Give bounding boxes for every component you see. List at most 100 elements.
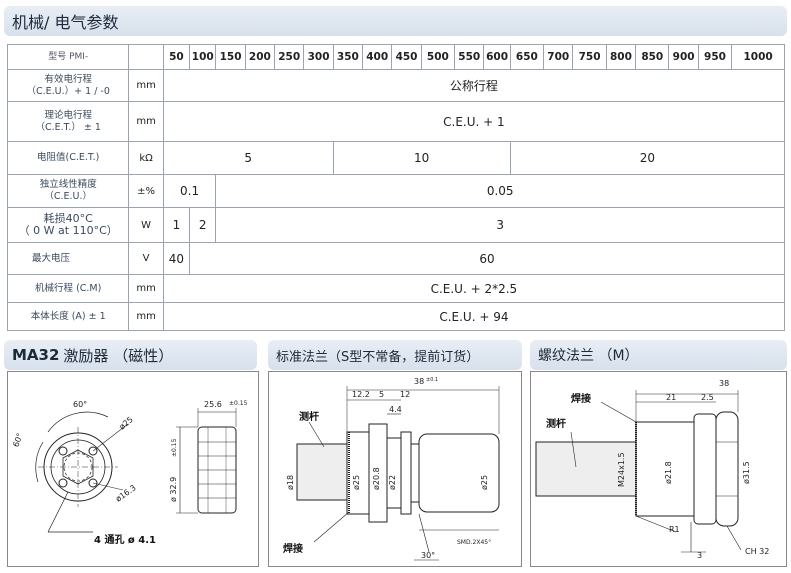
size-cell: 1000 (731, 44, 785, 70)
dim-12-label: 12 (400, 390, 410, 399)
ma32-drawing: 60° 60° ø25 ø16.3 4 通孔 ø 4.1 25.6 ±0.15 … (11, 400, 248, 546)
size-cell: 350 (332, 44, 364, 70)
rod-label: 测杆 (546, 417, 566, 430)
angle-label: 30° (421, 551, 435, 560)
mount-hole (88, 446, 98, 456)
pow-value-2: 2 (189, 207, 217, 243)
size-cell: 600 (483, 44, 511, 70)
res-label: 电阻值(C.E.T.) (6, 141, 130, 175)
section-header-thread-flange: 螺纹法兰 （M） (530, 340, 787, 370)
hex-nut (693, 413, 717, 525)
dia25-left-label: ø25 (352, 475, 361, 490)
table-row: 本体长度 (A) ± 1 mm C.E.U. + 94 (6, 302, 786, 331)
body-value: C.E.U. + 94 (162, 302, 786, 331)
overall-length-label: 38 (414, 377, 424, 386)
thr-title: 螺纹法兰 （M） (538, 348, 639, 364)
size-cell: 900 (668, 44, 699, 70)
size-cell: 200 (244, 44, 276, 70)
pow-unit: W (128, 207, 164, 243)
angle-left-label: 60° (11, 432, 24, 448)
flange-body (346, 431, 370, 515)
pow-label: 耗损40°C（ 0 W at 110°C） (6, 207, 130, 243)
dia25-label: ø25 (118, 415, 135, 432)
pow-value-1: 1 (162, 207, 191, 243)
chamfer-label: SMD.2X45° (457, 539, 491, 546)
cet-label: 理论电行程（C.E.T.） ± 1 (6, 101, 130, 142)
dim-2-5-label: 2.5 (701, 393, 714, 402)
mech-label: 机械行程 (C.M) (6, 274, 130, 303)
section-header-standard-flange: 标准法兰（S型不常备，提前订货） (268, 340, 522, 370)
ceu-label: 有效电行程（C.E.U.）+ 1 / -0 (6, 69, 130, 102)
angle-top-label: 60° (73, 400, 87, 409)
mech-value: C.E.U. + 2*2.5 (162, 274, 786, 303)
lin-unit: ±% (128, 174, 164, 208)
section-header-mech-elec: 机械/ 电气参数 (4, 6, 787, 36)
size-cell: 400 (362, 44, 393, 70)
lin-label: 独立线性精度（C.E.U.） (6, 174, 130, 208)
thread-flange-drawing: 38 21 2.5 焊接 测杆 M24x1.5 ø21.8 ø31.5 R1 3… (535, 379, 769, 560)
volt-label: 最大电压 (6, 242, 130, 275)
res-value-2: 10 (332, 141, 511, 175)
size-cell: 550 (454, 44, 485, 70)
dia22-label: ø22 (388, 475, 397, 490)
ceu-unit: mm (128, 69, 164, 102)
section-title: 机械/ 电气参数 (12, 13, 119, 32)
mount-hole (58, 446, 68, 456)
size-cell: 50 (162, 44, 191, 70)
table-row: 最大电压 V 40 60 (6, 242, 785, 275)
hex-nut-front (715, 411, 739, 527)
rod-label: 测杆 (299, 410, 319, 423)
size-cell: 700 (543, 44, 574, 70)
holes-label: 4 通孔 ø 4.1 (94, 533, 156, 546)
size-cell: 800 (605, 44, 637, 70)
size-cell: 650 (509, 44, 545, 70)
res-value-1: 5 (162, 141, 334, 175)
size-cell: 250 (274, 44, 305, 70)
dia16-label: ø16.3 (114, 483, 138, 503)
weld-label: 焊接 (571, 392, 591, 405)
flange-front (418, 433, 500, 513)
ma32-subtitle: 激励器 （磁性） (63, 346, 174, 365)
mount-hole (58, 478, 68, 488)
standard-flange-drawing-panel: 38 ±0.1 12.2 5 12 4.4 测杆 焊接 ø18 ø25 ø20.… (268, 371, 522, 567)
ma32-drawing-panel: 60° 60° ø25 ø16.3 4 通孔 ø 4.1 25.6 ±0.15 … (7, 371, 259, 567)
lin-value-2: 0.05 (215, 174, 785, 208)
body-unit: mm (128, 302, 164, 331)
size-cell: 850 (635, 44, 670, 70)
length-label: 25.6 (204, 400, 222, 409)
r1-label: R1 (669, 525, 680, 534)
weld-label: 焊接 (283, 542, 303, 555)
cet-unit: mm (128, 101, 164, 142)
unit-header (128, 44, 164, 70)
body-label: 本体长度 (A) ± 1 (6, 302, 130, 331)
size-cell: 100 (189, 44, 217, 70)
lin-value-1: 0.1 (162, 174, 217, 208)
ma32-title: MA32 (12, 346, 60, 364)
dim-3-label: 3 (697, 551, 702, 560)
res-unit: kΩ (128, 141, 164, 175)
size-cell: 150 (215, 44, 246, 70)
dia25-right-label: ø25 (480, 475, 489, 490)
overall-tol-label: ±0.1 (426, 377, 438, 383)
mount-hole (88, 478, 98, 488)
length-tol-label: ±0.15 (229, 400, 248, 407)
table-row: 独立线性精度（C.E.U.） ±% 0.1 0.05 (6, 174, 785, 208)
standard-flange-drawing: 38 ±0.1 12.2 5 12 4.4 测杆 焊接 ø18 ø25 ø20.… (283, 377, 500, 561)
thread-flange-drawing-panel: 38 21 2.5 焊接 测杆 M24x1.5 ø21.8 ø31.5 R1 3… (530, 371, 787, 567)
dia31-label: ø31.5 (742, 461, 751, 484)
table-row: 理论电行程（C.E.T.） ± 1 mm C.E.U. + 1 (6, 101, 786, 142)
ch32-label: CH 32 (745, 547, 769, 556)
size-cell: 750 (572, 44, 607, 70)
dim-38-label: 38 (719, 379, 729, 388)
volt-value-1: 40 (162, 242, 191, 275)
size-cell: 450 (391, 44, 422, 70)
dia32-label: ø 32.9 (169, 477, 178, 502)
size-cell: 500 (420, 44, 456, 70)
dim-21-label: 21 (666, 393, 676, 402)
table-row: 耗损40°C（ 0 W at 110°C） W 1 2 3 (6, 207, 785, 243)
table-row: 有效电行程（C.E.U.）+ 1 / -0 mm 公称行程 (6, 69, 786, 102)
dim-12-2-label: 12.2 (352, 390, 370, 399)
rod (535, 441, 637, 497)
